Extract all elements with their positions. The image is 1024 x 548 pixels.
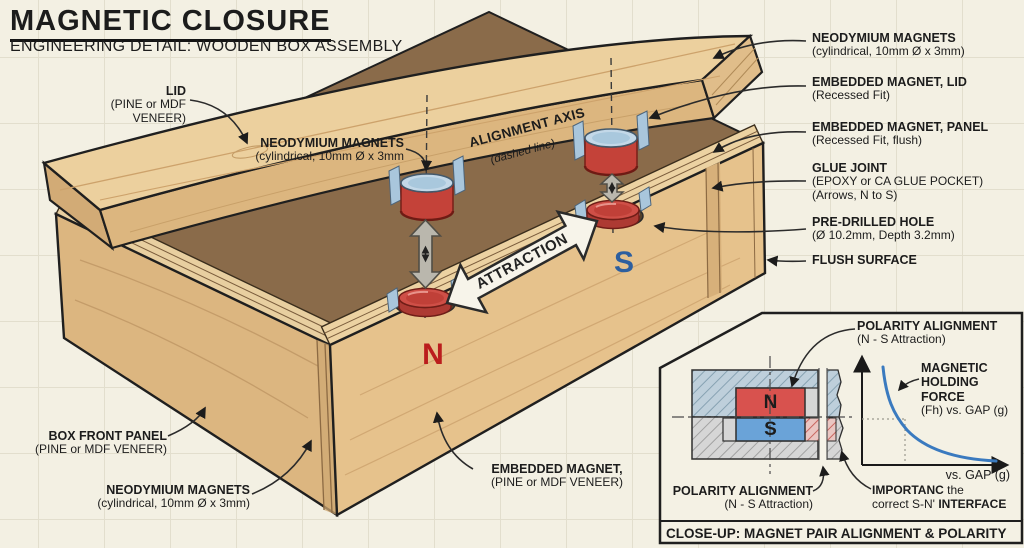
leader-embedded-magnet-center: [432, 411, 474, 470]
attraction-double-arrow: [445, 209, 599, 315]
inset-leaders: [789, 328, 920, 492]
leader-lines: [167, 39, 807, 495]
attraction-arrow-left-pair: [408, 218, 443, 290]
leader-magnets-upper-left: [405, 148, 433, 172]
leader-embedded-panel: [712, 131, 807, 153]
inset-force-gap-chart: [853, 354, 1010, 474]
leader-flush-surface: [766, 255, 807, 267]
panel-magnet-left: [386, 274, 464, 318]
panel-magnet-right: [574, 186, 652, 230]
leader-lid: [189, 99, 249, 145]
leader-pre-drilled-hole: [653, 222, 807, 234]
leader-embedded-lid: [648, 85, 807, 120]
leader-importance: [839, 450, 872, 490]
lid-magnet-right: [572, 110, 650, 177]
leader-box-front-panel: [167, 406, 206, 437]
leader-glue-joint: [711, 180, 807, 192]
leader-polarity-top: [789, 328, 856, 388]
attraction-arrow-right-pair: [599, 172, 625, 204]
closeup-inset: [658, 311, 1024, 545]
box-lid: [41, 34, 764, 252]
lid-magnet-left: [388, 155, 466, 222]
leader-magnets-lower-left: [251, 439, 312, 495]
chart-decay-curve: [881, 365, 998, 463]
leader-polarity-bottom: [812, 465, 830, 492]
leader-neodymium-right: [712, 39, 807, 59]
inset-cross-section: [672, 356, 852, 474]
leader-holding-force: [897, 378, 920, 392]
